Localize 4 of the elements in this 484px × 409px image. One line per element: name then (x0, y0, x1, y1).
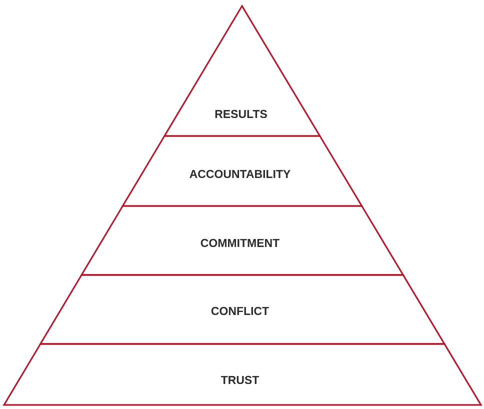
pyramid-tier: ACCOUNTABILITY (121, 135, 364, 207)
pyramid-tier: TRUST (2, 343, 482, 406)
pyramid-tier: COMMITMENT (80, 205, 405, 276)
pyramid-tier: CONFLICT (38, 274, 446, 345)
